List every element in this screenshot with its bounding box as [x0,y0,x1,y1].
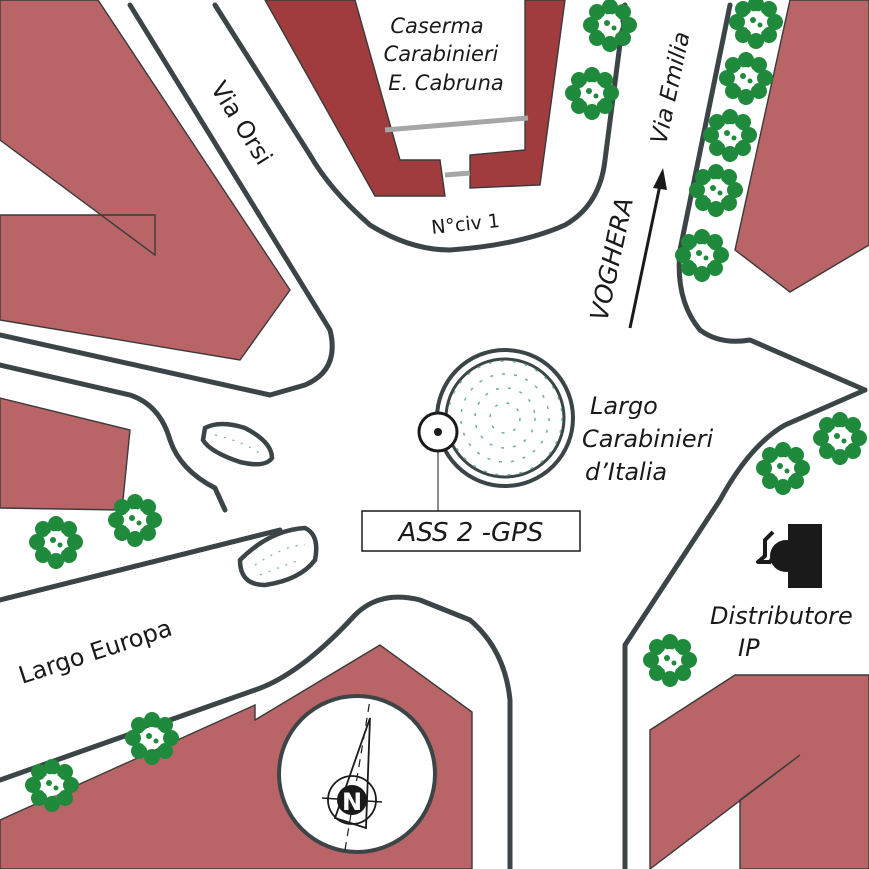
tree-icon [813,412,867,465]
compass-rose-icon [277,694,437,854]
gas-pump-icon [756,524,822,588]
gps-label-box [361,510,581,552]
block-west [0,397,131,511]
tree-icon [583,0,637,52]
arrow-north-icon [628,168,667,329]
tree-icon [108,494,162,547]
block-northeast [734,0,869,293]
civic-number-label: N°civ 1 [430,210,501,239]
tree-icon [703,109,757,162]
barracks-label-line: Caserma [390,14,483,38]
barracks-connector-2 [444,170,471,178]
gas-station-label-line: IP [738,634,760,662]
square-label-europa: Largo Europa [15,614,175,690]
barracks-label-line: Carabinieri [384,42,499,66]
square-label-line: Largo [590,392,658,420]
barracks-label-line: E. Cabruna [388,71,504,95]
square-label-line: Carabinieri [582,425,713,453]
direction-label-voghera: VOGHERA [585,195,639,324]
block-northwest [0,0,291,361]
gas-station-label: Distributore IP [710,602,853,662]
tree-icon [689,164,743,217]
gps-point-icon [417,411,459,512]
barracks-building [264,0,566,197]
tree-icon [675,229,729,282]
street-label-via-emilia: Via Emilia [646,30,695,147]
tree-icon [729,0,783,49]
north-label: N [342,788,362,816]
tree-icon [719,52,773,105]
roundabout [435,348,575,488]
gas-station-label-line: Distributore [710,602,853,630]
barracks-label: Caserma Carabinieri E. Cabruna [384,14,504,95]
tree-icon [29,516,83,569]
barracks-connector [384,115,529,133]
gps-label: ASS 2 -GPS [397,518,544,548]
block-southeast [649,674,869,869]
square-label-line: d’Italia [585,458,667,486]
tree-icon [643,634,697,687]
traffic-islands [200,421,319,588]
tree-icon [756,442,810,495]
square-label-carabinieri: Largo Carabinieri d’Italia [582,392,713,486]
